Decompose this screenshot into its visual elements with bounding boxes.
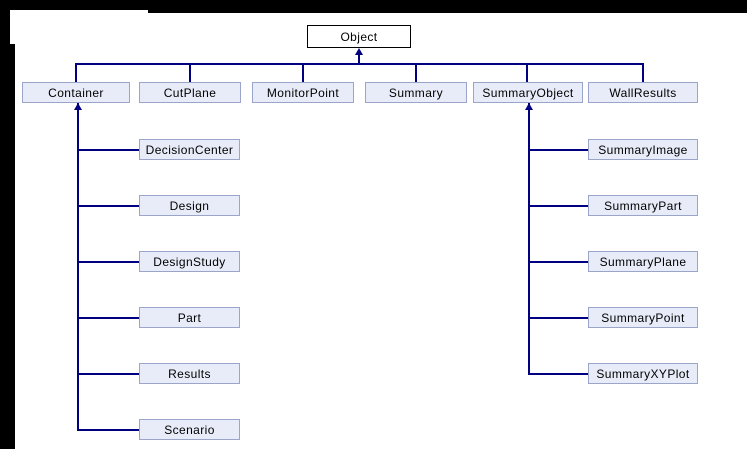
class-node-summarypart[interactable]: SummaryPart — [588, 195, 698, 216]
arrowhead-up-icon — [74, 103, 82, 110]
class-node-summaryxyplot[interactable]: SummaryXYPlot — [588, 363, 698, 384]
class-node-container[interactable]: Container — [22, 82, 130, 103]
connector-drop-summaryobject — [526, 63, 528, 82]
screen-edge-top-right — [148, 0, 747, 13]
class-node-cutplane[interactable]: CutPlane — [139, 82, 241, 103]
screen-edge-top-left — [0, 0, 148, 10]
connector-stub-results — [77, 373, 139, 375]
connector-drop-wallresults — [642, 63, 644, 82]
connector-stub-summaryimage — [528, 149, 588, 151]
connector-stub-summarypart — [528, 205, 588, 207]
connector-trunk-summaryobject — [528, 103, 530, 375]
class-node-designstudy[interactable]: DesignStudy — [139, 251, 240, 272]
arrowhead-up-icon — [355, 48, 363, 55]
class-node-results[interactable]: Results — [139, 363, 240, 384]
class-node-summaryplane[interactable]: SummaryPlane — [588, 251, 698, 272]
connector-stub-scenario — [77, 429, 139, 431]
connector-drop-container — [75, 63, 77, 82]
connector-trunk-container — [77, 103, 79, 431]
connector-stub-design — [77, 205, 139, 207]
class-node-part[interactable]: Part — [139, 307, 240, 328]
connector-stub-summaryxyplot — [528, 373, 588, 375]
connector-stub-designstudy — [77, 261, 139, 263]
connector-stub-summarypoint — [528, 317, 588, 319]
class-node-summaryobject[interactable]: SummaryObject — [473, 82, 583, 103]
class-node-object[interactable]: Object — [307, 25, 411, 48]
class-node-summary[interactable]: Summary — [365, 82, 467, 103]
class-node-summaryimage[interactable]: SummaryImage — [588, 139, 698, 160]
class-node-scenario[interactable]: Scenario — [139, 419, 240, 440]
class-node-wallresults[interactable]: WallResults — [588, 82, 698, 103]
connector-bus — [75, 63, 644, 65]
connector-stub-part — [77, 317, 139, 319]
class-node-design[interactable]: Design — [139, 195, 240, 216]
connector-stub-decisioncenter — [77, 149, 139, 151]
screen-edge-left-upper — [0, 0, 10, 44]
arrowhead-up-icon — [525, 103, 533, 110]
class-node-decisioncenter[interactable]: DecisionCenter — [139, 139, 240, 160]
connector-stub-summaryplane — [528, 261, 588, 263]
connector-object-stem — [358, 50, 360, 64]
screen-edge-left-lower — [0, 44, 15, 449]
class-node-monitorpoint[interactable]: MonitorPoint — [252, 82, 354, 103]
connector-drop-monitorpoint — [302, 63, 304, 82]
connector-drop-cutplane — [189, 63, 191, 82]
connector-drop-summary — [415, 63, 417, 82]
class-node-summarypoint[interactable]: SummaryPoint — [588, 307, 698, 328]
